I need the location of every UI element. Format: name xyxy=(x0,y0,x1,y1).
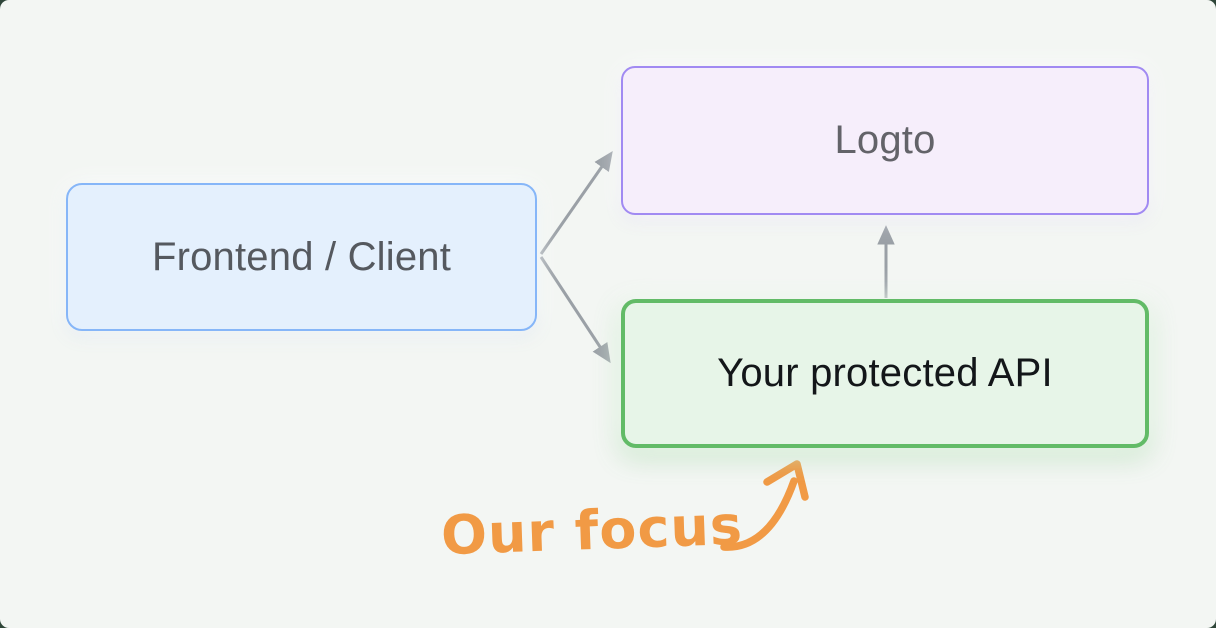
node-protected-api: Your protected API xyxy=(621,299,1149,448)
node-frontend-client-label: Frontend / Client xyxy=(151,234,452,279)
node-frontend-client: Frontend / Client xyxy=(66,183,537,331)
edge-frontend-to-logto xyxy=(539,151,613,255)
node-protected-api-label: Your protected API xyxy=(717,351,1053,395)
node-logto-label: Logto xyxy=(834,118,936,162)
our-focus-annotation: Our focus xyxy=(439,493,744,568)
edge-frontend-to-api xyxy=(539,256,611,364)
node-logto: Logto xyxy=(621,66,1149,215)
